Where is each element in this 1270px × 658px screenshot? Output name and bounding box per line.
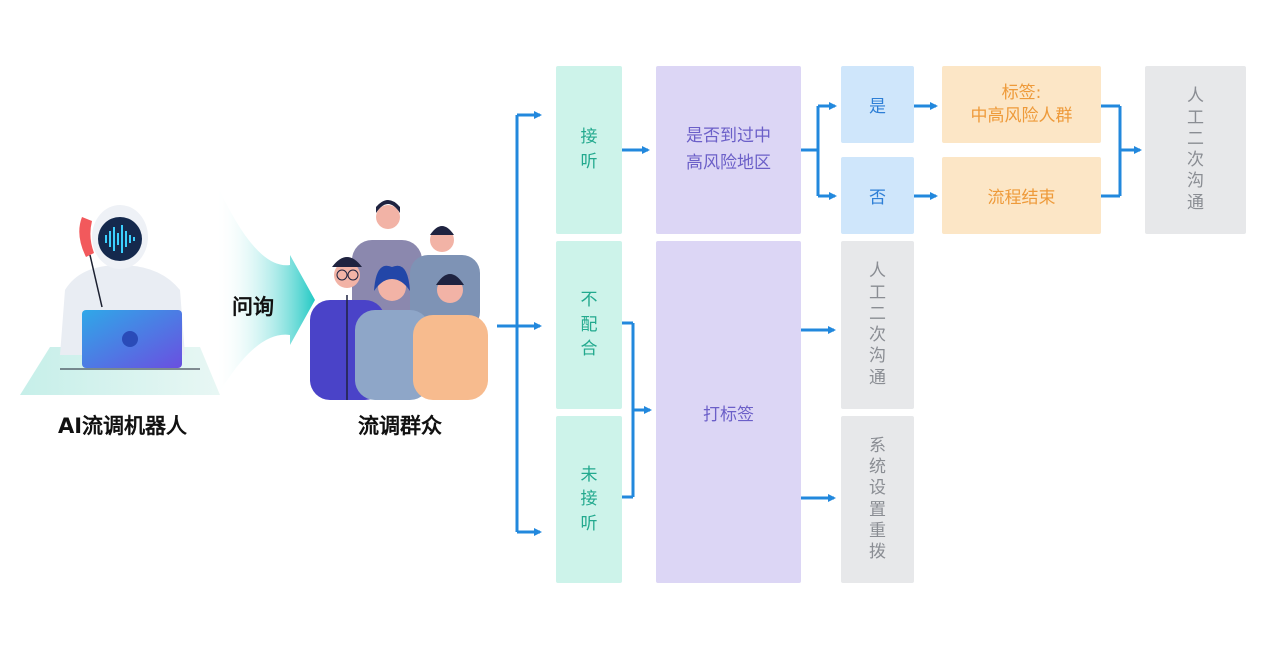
process-end-box: 流程结束 bbox=[942, 157, 1101, 234]
no-box: 否 bbox=[841, 157, 914, 234]
manual-followup-label-mid: 人工二次沟通 bbox=[868, 261, 886, 388]
high-risk-tag-value: 中高风险人群 bbox=[970, 105, 1073, 126]
risk-area-question-label: 是否到过中高风险地区 bbox=[685, 125, 771, 173]
robot-illustration bbox=[20, 195, 225, 400]
manual-followup-box-mid: 人工二次沟通 bbox=[841, 241, 914, 409]
manual-followup-box-top: 人工二次沟通 bbox=[1145, 66, 1246, 234]
not-answered-label: 未接听 bbox=[580, 464, 598, 534]
inquiry-arrow bbox=[215, 180, 315, 400]
yes-box: 是 bbox=[841, 66, 914, 143]
inquiry-label: 问询 bbox=[232, 295, 274, 319]
robot-caption: AI流调机器人 bbox=[57, 414, 188, 438]
high-risk-tag-title: 标签: bbox=[1001, 82, 1042, 103]
high-risk-tag-box: 标签: 中高风险人群 bbox=[942, 66, 1101, 143]
system-redial-box: 系统设置重拨 bbox=[841, 416, 914, 583]
system-redial-label: 系统设置重拨 bbox=[868, 435, 886, 562]
answered-label: 接听 bbox=[580, 127, 598, 172]
risk-area-question-box: 是否到过中高风险地区 bbox=[656, 66, 801, 234]
uncooperative-box: 不配合 bbox=[556, 241, 622, 409]
tag-action-box: 打标签 bbox=[656, 241, 801, 583]
crowd-illustration bbox=[310, 195, 490, 400]
tag-action-label: 打标签 bbox=[703, 404, 754, 425]
no-label: 否 bbox=[869, 188, 886, 208]
crowd-caption: 流调群众 bbox=[358, 414, 442, 438]
yes-label: 是 bbox=[869, 97, 886, 117]
manual-followup-label-top: 人工二次沟通 bbox=[1186, 86, 1204, 213]
answered-box: 接听 bbox=[556, 66, 622, 234]
uncooperative-label: 不配合 bbox=[580, 290, 598, 360]
process-end-label: 流程结束 bbox=[987, 188, 1056, 208]
not-answered-box: 未接听 bbox=[556, 416, 622, 583]
